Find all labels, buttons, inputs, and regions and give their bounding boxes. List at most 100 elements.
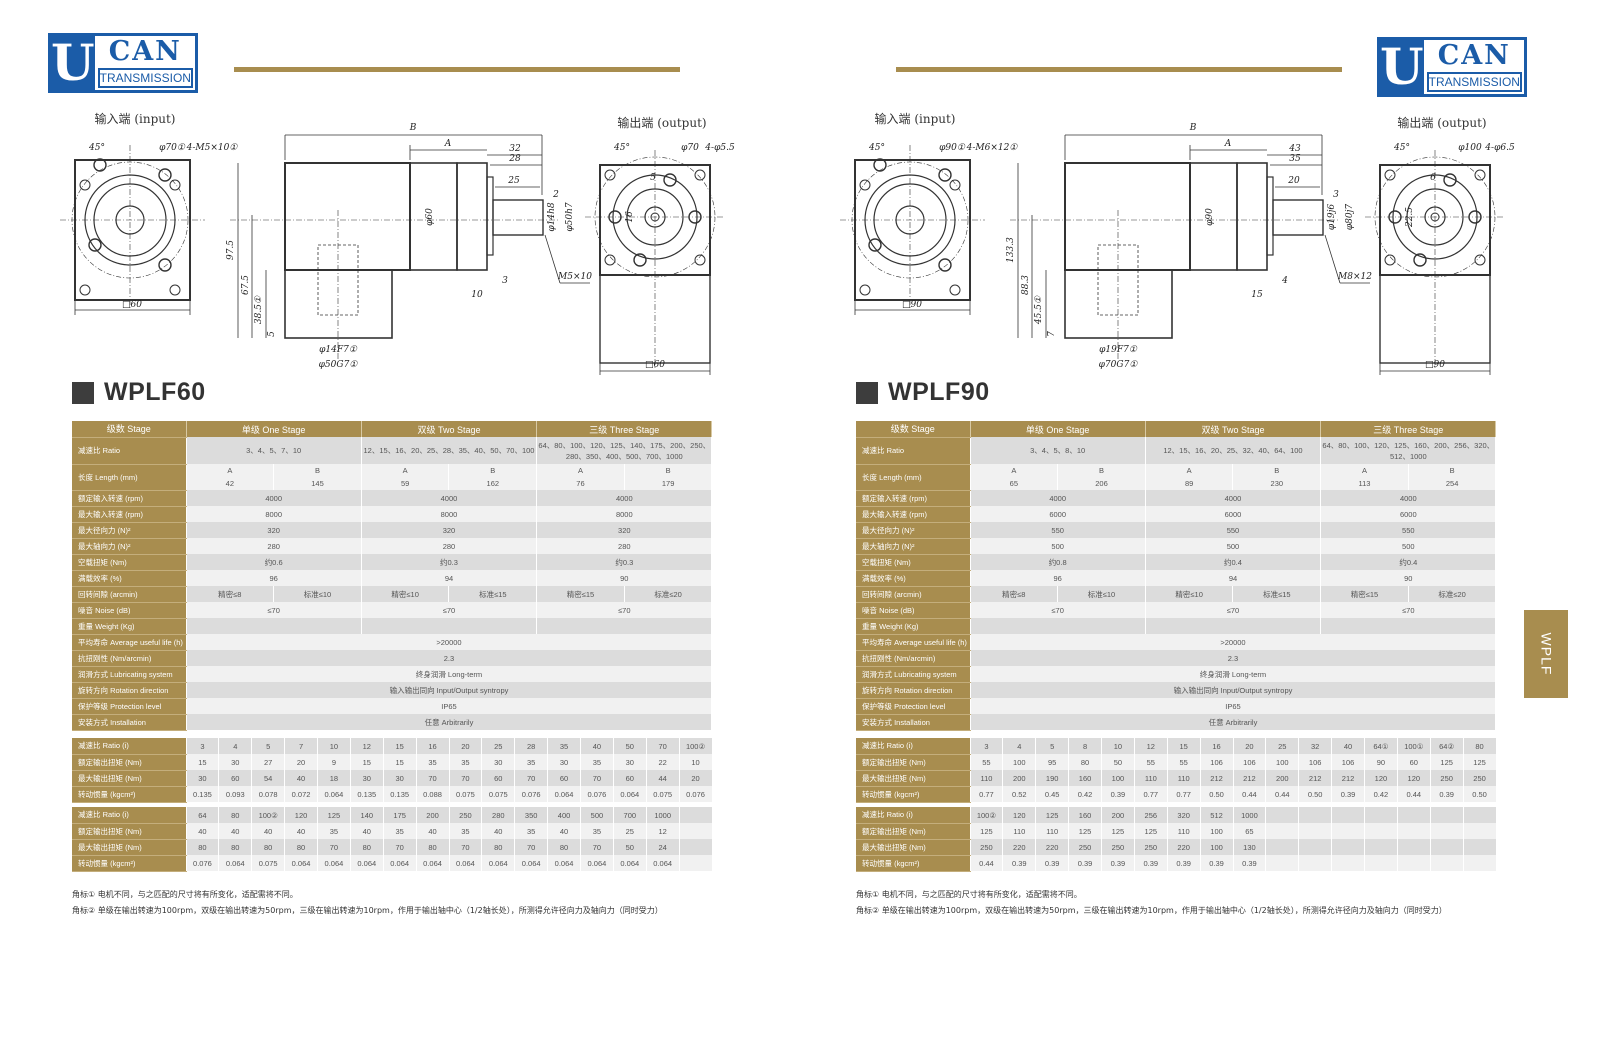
ratio-value: 30 xyxy=(350,770,384,786)
length-subhead: A xyxy=(361,464,450,477)
spec-cell: 4000 xyxy=(970,490,1146,506)
ratio-value: 40 xyxy=(1331,738,1365,754)
ratio-value: 160 xyxy=(1068,770,1102,786)
ratio-value: 35 xyxy=(580,823,614,839)
ratio-value: 0.078 xyxy=(251,786,286,802)
ratio-value: 70 xyxy=(514,839,549,855)
length-cell: 65 xyxy=(970,477,1059,490)
ratio-value: 20 xyxy=(1233,738,1267,754)
row-label: 噪音 Noise (dB) xyxy=(72,602,187,619)
ratio-value: 70 xyxy=(580,839,614,855)
dimension-label: 45° xyxy=(868,143,885,153)
spec-cell: 8000 xyxy=(361,506,538,522)
dimension-label: 5 xyxy=(267,331,277,337)
ratio-cell: 12、15、16、20、25、32、40、64、100 xyxy=(1145,437,1322,464)
spec-cell: 标准≤15 xyxy=(448,586,538,602)
ratio-value: 0.064 xyxy=(416,855,450,871)
ratio-value: 35 xyxy=(416,754,450,770)
drawing-line xyxy=(1324,234,1341,284)
ratio-value: 60 xyxy=(547,770,581,786)
stage-header: 单级 One Stage xyxy=(186,421,362,437)
ratio-cell: 12、15、16、20、25、28、35、40、50、70、100 xyxy=(361,437,538,464)
ratio-value: 120 xyxy=(1364,770,1398,786)
row-label: 减速比 Ratio xyxy=(856,437,971,465)
ratio-value xyxy=(1463,855,1497,871)
length-cell: 206 xyxy=(1057,477,1146,490)
outline xyxy=(74,159,191,301)
dimension-label: φ100 xyxy=(1458,143,1482,153)
ratio-value: 3 xyxy=(970,738,1004,754)
length-subhead: B xyxy=(273,464,362,477)
ratio-value: 70 xyxy=(514,770,549,786)
ratio-value: 40 xyxy=(251,823,286,839)
spec-cell: 约0.4 xyxy=(1320,554,1497,570)
ratio-value xyxy=(1430,855,1464,871)
ratio-cell: 64、80、100、120、125、160、200、256、320、512、10… xyxy=(1320,437,1497,464)
row-label: 额定输入转速 (rpm) xyxy=(856,490,971,507)
ratio-value: 106 xyxy=(1200,754,1234,770)
spec-cell: 精密≤8 xyxy=(970,586,1059,602)
row-label: 长度 Length (mm) xyxy=(856,464,971,491)
circle-feature xyxy=(158,168,172,182)
length-cell: 162 xyxy=(448,477,538,490)
row-label: 最大径向力 (N)² xyxy=(72,522,187,539)
ratio-value xyxy=(1265,823,1300,839)
spec-cell: 约0.6 xyxy=(186,554,362,570)
ratio-value: 160 xyxy=(1068,807,1102,823)
dimension-label: φ14h8 xyxy=(547,202,557,232)
footnote-1: 角标① 电机不同，与之匹配的尺寸将有所变化，适配需将不同。 xyxy=(72,890,298,899)
dimension-label: φ70① xyxy=(159,143,186,153)
dimension-label: 88.3 xyxy=(1021,275,1031,295)
length-subhead: A xyxy=(970,464,1059,477)
row-label: 润滑方式 Lubricating system xyxy=(856,666,971,683)
ratio-value: 110 xyxy=(1134,770,1168,786)
ratio-value: 8 xyxy=(1068,738,1102,754)
ratio-value: 106 xyxy=(1331,754,1365,770)
section-tab-wplf[interactable]: WPLF xyxy=(1524,610,1568,698)
ratio-value: 30 xyxy=(481,754,516,770)
ratio-value: 200 xyxy=(416,807,450,823)
ratio-value: 12 xyxy=(1134,738,1168,754)
ratio-cell: 3、4、5、7、10 xyxy=(186,437,362,464)
ratio-value: 80 xyxy=(218,807,253,823)
ratio-value: 512 xyxy=(1200,807,1234,823)
ratio-value: 0.39 xyxy=(1430,786,1464,802)
dimension-label: 97.5 xyxy=(226,240,236,260)
ratio-value: 100② xyxy=(970,807,1004,823)
ratio-value xyxy=(1463,839,1497,855)
stage-header: 三级 Three Stage xyxy=(1320,421,1497,437)
ratio-value: 30 xyxy=(186,770,220,786)
ratio-value: 220 xyxy=(1002,839,1037,855)
ratio-value: 0.064 xyxy=(383,855,417,871)
row-label: 空载扭矩 (Nm) xyxy=(856,554,971,571)
spec-cell: 精密≤15 xyxy=(1320,586,1409,602)
ratio-value: 0.44 xyxy=(1265,786,1300,802)
length-cell: 76 xyxy=(536,477,625,490)
spec-cell: 标准≤20 xyxy=(624,586,713,602)
ratio-value: 0.064 xyxy=(284,855,318,871)
ratio-value: 0.064 xyxy=(646,855,680,871)
ratio-value: 9 xyxy=(317,754,351,770)
ratio-value xyxy=(1298,855,1333,871)
spec-cell: 500 xyxy=(1145,538,1322,554)
ratio-value: 70 xyxy=(449,839,483,855)
row-label: 空载扭矩 (Nm) xyxy=(72,554,187,571)
spec-cell: 终身润滑 Long-term xyxy=(970,666,1497,682)
spec-cell: 96 xyxy=(970,570,1146,586)
ratio-value: 0.076 xyxy=(186,855,220,871)
ratio-value: 70 xyxy=(317,839,351,855)
dimension-label: M8×12 xyxy=(1337,272,1372,282)
ratio-value xyxy=(1397,839,1431,855)
ratio-value: 15 xyxy=(350,754,384,770)
ratio-value: 3 xyxy=(186,738,220,754)
